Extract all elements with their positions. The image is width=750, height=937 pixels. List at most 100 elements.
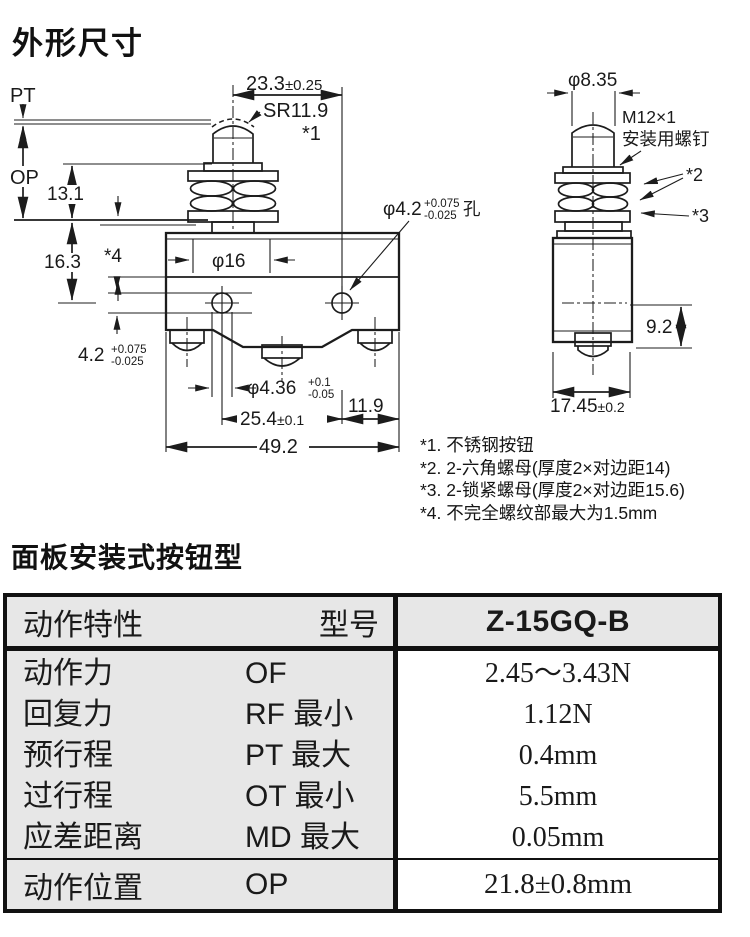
- terminal-screw-left: [169, 329, 205, 344]
- hole-suffix-label: 孔: [463, 199, 481, 219]
- spec-value: 1.12N: [523, 699, 593, 730]
- spec-code: RF 最小: [245, 698, 354, 731]
- label-backing: [7, 166, 41, 187]
- mounting-hole-right: [331, 292, 353, 314]
- terminal-screw-right-dome: [359, 342, 391, 352]
- terminal-screw-left-dome: [171, 342, 203, 352]
- leader-thread: [619, 150, 642, 166]
- dim-23-3-label: 23.3±0.25: [246, 73, 322, 95]
- bellows-lobe: [189, 180, 234, 197]
- dim-49-2-label: 49.2: [259, 436, 298, 458]
- spec-table-header-row: 动作特性 型号 Z-15GQ-B: [7, 597, 718, 651]
- spec-label: 动作位置: [23, 871, 143, 905]
- thread-name-label: 安装用螺钉: [622, 129, 710, 149]
- free-position-dome-dashed: [211, 118, 255, 128]
- spec-code: OP: [245, 867, 289, 901]
- side-terminal-screw-dome: [577, 346, 609, 358]
- label-backing: [45, 185, 89, 204]
- ref2-label: *2: [686, 165, 703, 185]
- dim-8-35-label: φ8.35: [568, 70, 617, 91]
- dim-11-9-label: 11.9: [348, 396, 384, 417]
- dimension-drawing: 23.3±0.25 SR11.9 *1 PT OP 13.1: [7, 70, 710, 458]
- front-view: 23.3±0.25 SR11.9 *1 PT OP 13.1: [7, 73, 481, 458]
- dim-4-2-label: 4.2: [78, 345, 104, 366]
- terminal-screw-center-dome: [263, 357, 301, 367]
- drawing-note-1: *1. 不锈钢按钮: [420, 435, 534, 455]
- ref3-label: *3: [692, 206, 709, 226]
- drawing-notes: *1. 不锈钢按钮 *2. 2-六角螺母(厚度2×对边距14) *3. 2-锁紧…: [420, 434, 685, 524]
- hole-dia-label: φ4.2: [383, 199, 422, 220]
- spec-line: 过行程 OT 最小: [7, 776, 393, 817]
- drawing-note-2: *2. 2-六角螺母(厚度2×对边距14): [420, 457, 671, 478]
- dim-4-36-sup: +0.1: [308, 377, 331, 389]
- spec-value: 2.45～3.43N: [484, 658, 632, 689]
- spec-line: 动作力 OF: [7, 653, 393, 694]
- pt-label: PT: [10, 85, 36, 107]
- dim-4-2-sup: +0.075: [111, 344, 147, 356]
- ref1-label: *1: [302, 123, 321, 145]
- bellows-lobe: [232, 195, 277, 212]
- leader-ref2-b: [639, 177, 684, 201]
- bellows-flange-top: [187, 170, 279, 182]
- op-label: OP: [10, 167, 39, 189]
- footer-value: 21.8±0.8mm: [398, 860, 718, 909]
- label-backing: [42, 253, 90, 272]
- ref4-label: *4: [104, 246, 122, 267]
- spec-line: 应差距离 MD 最大: [7, 817, 393, 858]
- spec-label: 预行程: [23, 739, 113, 772]
- dim-13-1-label: 13.1: [47, 184, 84, 205]
- side-view: φ8.35 M12×1 安装用螺钉: [547, 70, 710, 417]
- header-model-label: 型号: [319, 608, 379, 642]
- dimensions-section-title: 外形尺寸: [12, 26, 144, 61]
- spec-value: 0.05mm: [511, 822, 605, 853]
- leader-ref3: [640, 210, 690, 218]
- dim-16-3-label: 16.3: [44, 252, 81, 273]
- spec-values-cell: 2.45～3.43N 1.12N 0.4mm 5.5mm 0.05mm: [398, 651, 718, 858]
- spec-value: 5.5mm: [518, 781, 598, 812]
- footer-label-cell: 动作位置 OP: [7, 860, 398, 909]
- dim-25-4-label: 25.4±0.1: [240, 409, 304, 430]
- dim-9-2-label: 9.2: [646, 317, 672, 338]
- spec-label: 动作力: [23, 657, 113, 690]
- spec-line: 回复力 RF 最小: [7, 694, 393, 735]
- nut-lobe: [557, 182, 595, 198]
- terminal-screw-right: [357, 329, 393, 344]
- side-terminal-screw: [574, 332, 612, 347]
- spec-code: OT 最小: [245, 780, 355, 813]
- spec-label: 回复力: [23, 698, 113, 731]
- spec-table: 动作特性 型号 Z-15GQ-B 动作力 OF 回复力 RF 最小 预行程 PT…: [3, 593, 722, 913]
- spec-labels-cell: 动作力 OF 回复力 RF 最小 预行程 PT 最大 过行程 OT 最小 应差距…: [7, 651, 398, 858]
- bellows-lobe: [189, 195, 234, 212]
- leader-ref2-a: [643, 173, 684, 185]
- mounting-hole-left: [211, 292, 233, 314]
- panel-section-title: 面板安装式按钮型: [11, 542, 244, 573]
- header-characteristic-cell: 动作特性 型号: [7, 597, 398, 646]
- side-body: [551, 236, 634, 344]
- label-backing: [257, 437, 309, 456]
- spec-line: 预行程 PT 最大: [7, 735, 393, 776]
- hole-dia-sub: -0.025: [424, 210, 457, 222]
- dim-4-36-sub: -0.05: [308, 389, 334, 401]
- spec-code: OF: [245, 657, 287, 690]
- nut-lobe: [557, 196, 595, 212]
- drawing-note-3: *3. 2-锁紧螺母(厚度2×对边距15.6): [420, 480, 685, 500]
- sr-label: SR11.9: [263, 100, 328, 122]
- spec-table-footer-row: 动作位置 OP 21.8±0.8mm: [7, 860, 718, 909]
- hole-dia-sup: +0.075: [424, 198, 460, 210]
- drawing-note-4: *4. 不完全螺纹部最大为1.5mm: [420, 502, 658, 523]
- spec-label: 应差距离: [23, 821, 143, 854]
- side-button: [571, 124, 615, 167]
- nut-lobe: [591, 196, 629, 212]
- header-model-value: Z-15GQ-B: [398, 597, 718, 646]
- leader-sr: [248, 110, 262, 123]
- header-characteristic-label: 动作特性: [23, 608, 143, 642]
- terminal-screw-center: [261, 344, 303, 359]
- dim-4-2-sub: -0.025: [111, 356, 144, 368]
- spec-code: MD 最大: [245, 821, 360, 854]
- dim-phi16-label: φ16: [212, 251, 245, 272]
- spec-value: 0.4mm: [518, 740, 598, 771]
- dim-17-45-label: 17.45±0.2: [550, 396, 625, 417]
- label-backing: [237, 409, 327, 428]
- plunger-button: [212, 125, 254, 163]
